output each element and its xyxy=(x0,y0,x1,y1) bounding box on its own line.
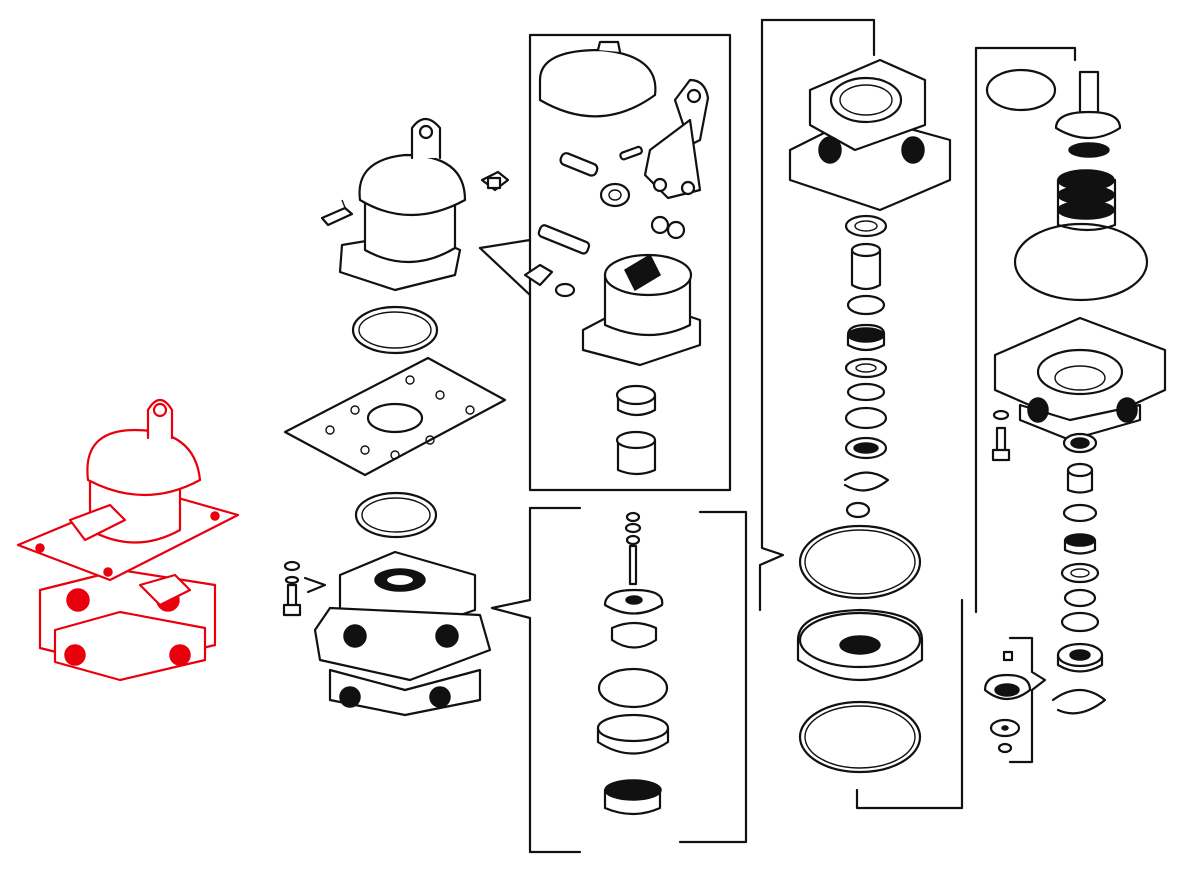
side-bolt xyxy=(282,560,327,617)
top-o-ring xyxy=(985,68,1057,112)
assembled-valve-red xyxy=(16,398,240,682)
pin xyxy=(559,152,599,177)
relay-valve-body xyxy=(313,550,492,717)
middle-parts-stack xyxy=(796,214,924,774)
center-stack xyxy=(596,511,670,816)
right-bolt xyxy=(991,409,1011,462)
large-o-ring-1 xyxy=(351,305,439,355)
spring xyxy=(1056,169,1117,232)
upper-actuator-housing xyxy=(320,117,467,292)
stem-piston xyxy=(1054,70,1122,158)
middle-bracket xyxy=(758,18,964,810)
small-valve-set xyxy=(983,650,1032,754)
long-pin xyxy=(537,224,591,255)
twin-bushing xyxy=(650,215,686,240)
small-plug xyxy=(523,263,554,287)
lever-housing xyxy=(581,253,702,367)
mounting-plate xyxy=(283,356,507,477)
large-o-ring-3 xyxy=(1013,222,1149,302)
roller xyxy=(599,182,631,208)
small-seal-ring xyxy=(554,282,576,298)
lever-arm xyxy=(643,78,710,200)
plug-bolt xyxy=(480,170,510,192)
small-pin xyxy=(619,145,643,161)
large-o-ring-2 xyxy=(354,491,438,539)
right-parts-stack xyxy=(1051,432,1107,715)
lower-bracket xyxy=(490,506,748,854)
bushing-pair xyxy=(615,384,657,476)
cover-cap xyxy=(538,40,657,118)
inset-box-top xyxy=(478,33,732,492)
right-bracket xyxy=(974,46,1077,764)
top-valve-housing xyxy=(788,58,952,212)
lower-valve-housing xyxy=(993,316,1167,442)
